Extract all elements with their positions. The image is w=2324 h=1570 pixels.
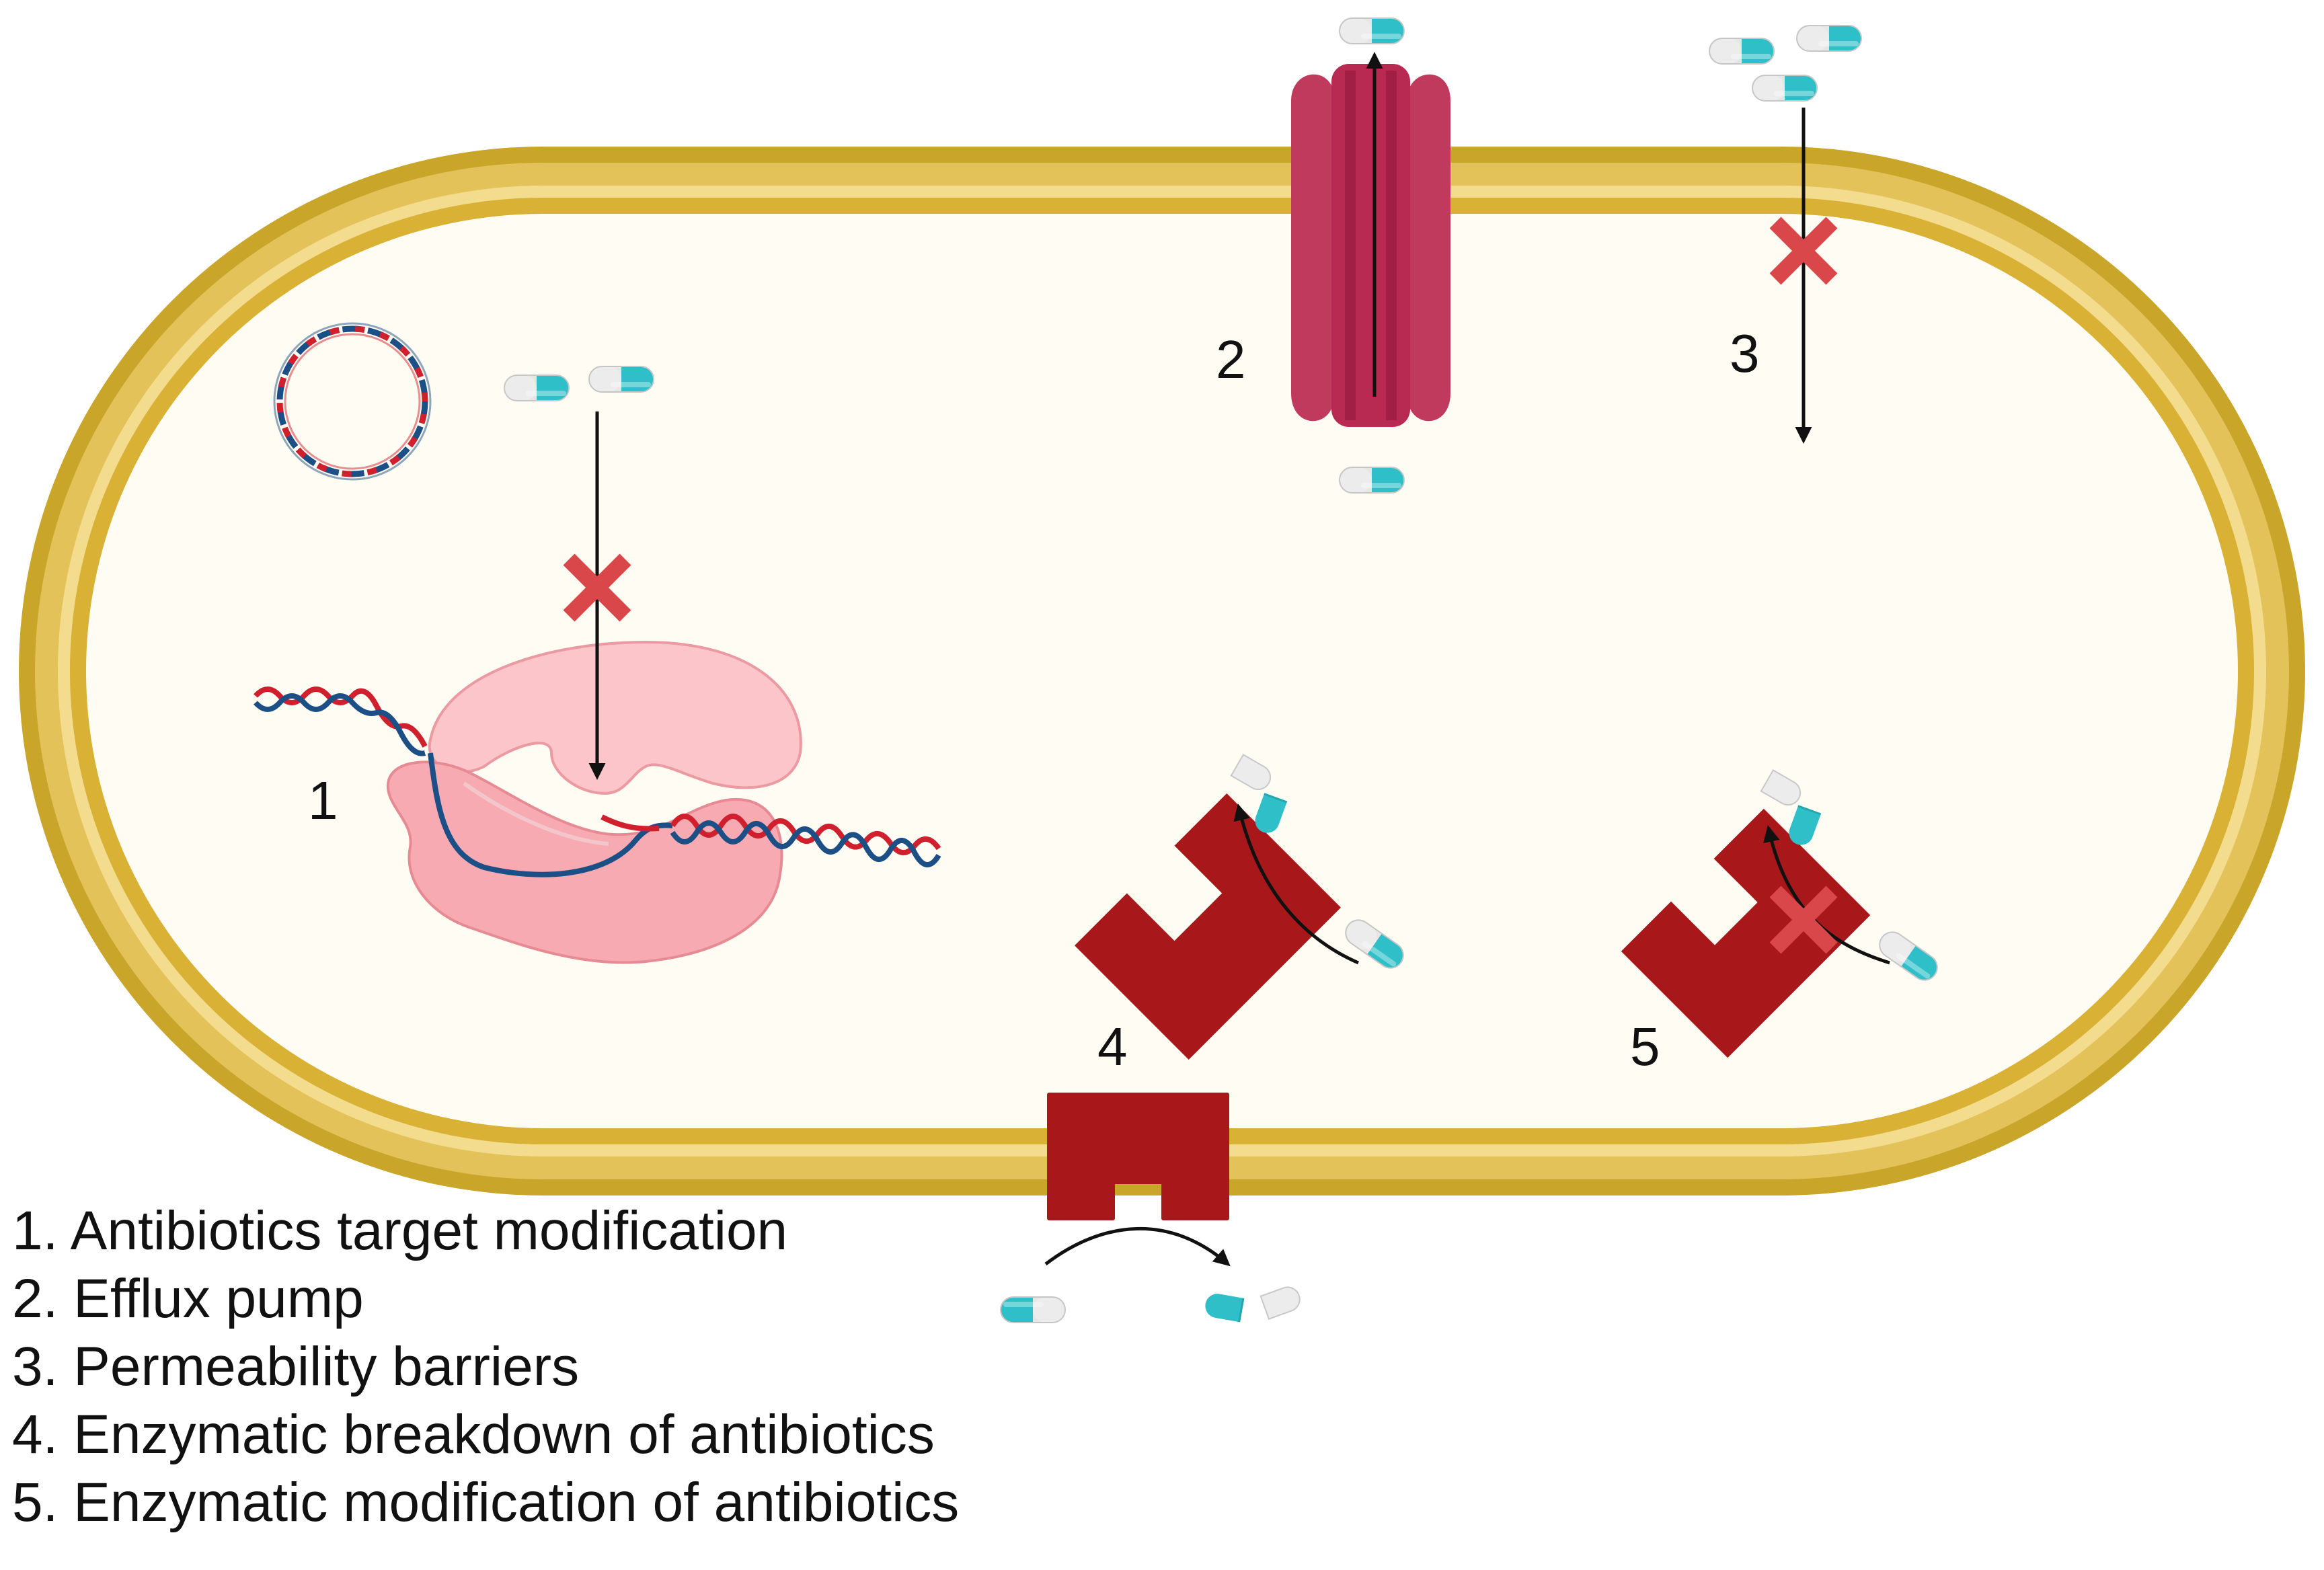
antibiotic-capsule-icon: [588, 366, 654, 393]
legend-item-2: 2. Efflux pump: [12, 1268, 364, 1329]
antibiotic-capsule-icon: [1339, 467, 1405, 494]
plasmid-icon: [273, 322, 432, 481]
legend-item-5: 5. Enzymatic modification of antibiotics: [12, 1472, 960, 1533]
antibiotic-capsule-icon: [1709, 38, 1775, 65]
efflux-pump-icon: [1291, 64, 1450, 427]
mechanism-4-label: 4: [1097, 1017, 1128, 1076]
antibiotic-capsule-icon: [1339, 17, 1405, 44]
mechanism-2-group: 2: [1216, 17, 1450, 494]
breakdown-arrow: [1233, 803, 1359, 965]
mechanism-3-label: 3: [1730, 323, 1760, 383]
enzyme-icon: [1621, 808, 1871, 1058]
membrane-breakdown-arrow: [1044, 1227, 1231, 1267]
legend-item-3: 3. Permeability barriers: [12, 1336, 580, 1397]
antibiotic-capsule-icon: [1000, 1296, 1066, 1323]
mechanism-2-label: 2: [1216, 329, 1246, 389]
mechanism-3-group: 3: [1709, 25, 1862, 444]
mechanism-4-group: 4: [1075, 754, 1409, 1076]
bacterial-cell: [19, 147, 2305, 1195]
legend: 1. Antibiotics target modification 2. Ef…: [12, 1197, 959, 1536]
membrane-enzyme-group: [1000, 1093, 1304, 1323]
antibiotic-capsule-icon: [1796, 25, 1862, 52]
ribosome-icon: [387, 640, 802, 964]
mechanism-1-label: 1: [308, 771, 338, 830]
mechanism-1-group: 1: [308, 366, 654, 830]
antibiotic-fragment-icon: [1260, 1283, 1304, 1320]
antibiotic-capsule-icon: [504, 375, 570, 401]
legend-item-4: 4. Enzymatic breakdown of antibiotics: [12, 1404, 935, 1465]
legend-item-1: 1. Antibiotics target modification: [12, 1200, 788, 1261]
mechanism-5-label: 5: [1630, 1017, 1660, 1076]
mrna-strand: [254, 686, 941, 877]
enzyme-icon: [1075, 793, 1341, 1060]
antibiotic-capsule-icon: [1752, 75, 1818, 102]
enzyme-icon: [1047, 1093, 1229, 1220]
mechanism-5-group: 5: [1621, 769, 1943, 1076]
antibiotic-fragment-icon: [1202, 1290, 1245, 1323]
